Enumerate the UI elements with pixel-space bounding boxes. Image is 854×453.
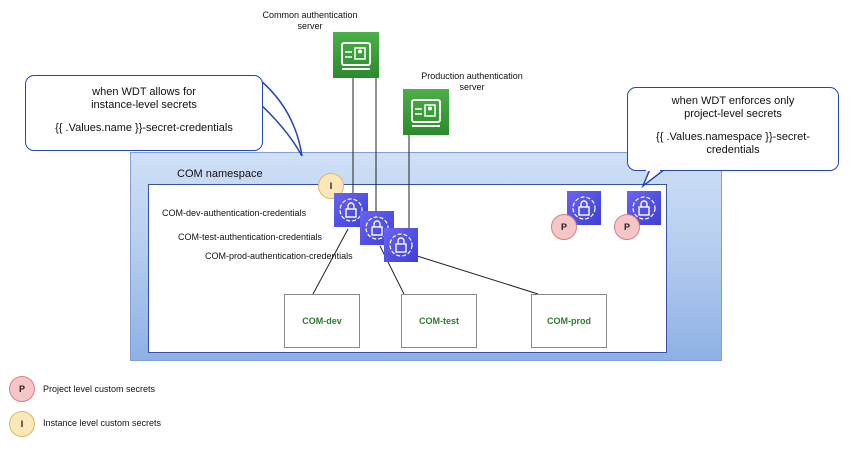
lock-secret-icon	[389, 233, 413, 257]
identity-card-icon	[341, 42, 371, 70]
lock-secret-icon	[339, 198, 363, 222]
instance-callout-line3: {{ .Values.name }}-secret-credentials	[55, 122, 233, 134]
common-auth-server-label: Common authentication server	[262, 10, 358, 31]
project-callout-line1: when WDT enforces only	[671, 95, 795, 107]
lock-secret-icon	[632, 196, 656, 220]
legend-project-label: Project level custom secrets	[43, 384, 156, 394]
legend-instance-label: Instance level custom secrets	[43, 418, 162, 428]
secret-label-dev: COM-dev-authentication-credentials	[162, 208, 307, 218]
namespace-title: COM namespace	[177, 168, 263, 180]
app-com-dev: COM-dev	[284, 294, 360, 348]
line-prod-secret-to-prod-app	[413, 254, 539, 295]
project-level-callout: when WDT enforces only project-level sec…	[627, 87, 839, 171]
project-callout-line2: project-level secrets	[684, 108, 782, 120]
app-com-test: COM-test	[401, 294, 477, 348]
secret-label-test: COM-test-authentication-credentials	[178, 232, 323, 242]
production-auth-server	[403, 89, 449, 135]
lock-secret-icon	[572, 196, 596, 220]
project-level-badge-2: P	[614, 214, 640, 240]
project-callout-line3: {{ .Values.namespace }}-secret-	[656, 131, 810, 143]
common-auth-server	[333, 32, 379, 78]
project-callout-tail	[641, 168, 668, 189]
instance-level-callout: when WDT allows for instance-level secre…	[25, 75, 263, 151]
project-level-badge-1: P	[551, 214, 577, 240]
instance-callout-tail	[249, 78, 303, 157]
project-callout-line4: credentials	[706, 144, 760, 156]
secret-prod	[384, 228, 418, 262]
instance-callout-line1: when WDT allows for	[92, 86, 196, 98]
production-auth-server-label: Production authentication server	[421, 71, 523, 92]
line-dev-secret-to-dev-app	[312, 228, 349, 295]
instance-callout-line2: instance-level secrets	[91, 99, 197, 111]
secret-label-prod: COM-prod-authentication-credentials	[205, 251, 353, 261]
app-com-prod: COM-prod	[531, 294, 607, 348]
identity-card-icon	[411, 99, 441, 127]
legend-instance-badge: I	[9, 411, 35, 437]
legend-project-badge: P	[9, 376, 35, 402]
